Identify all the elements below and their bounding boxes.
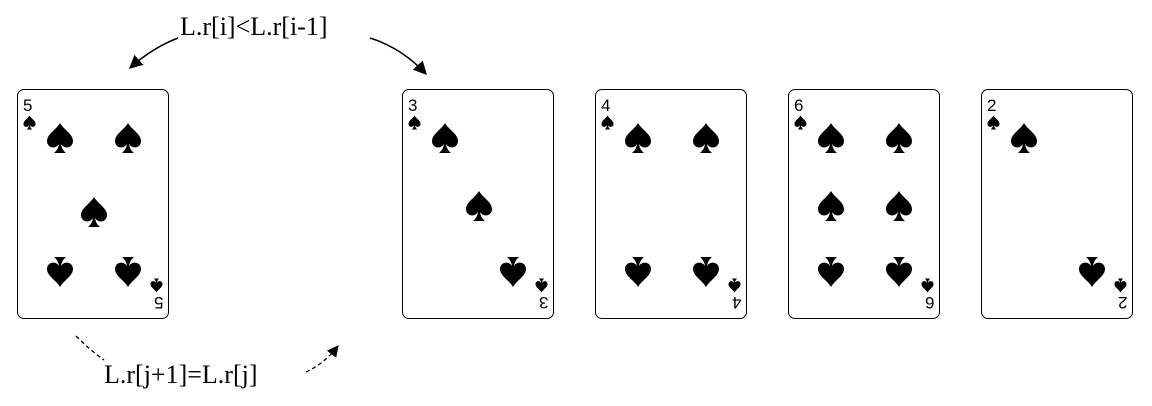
- card-rank-top: 5: [23, 96, 33, 115]
- card-corner-spade-icon: [728, 278, 741, 293]
- card-rank-bottom: 3: [538, 293, 548, 312]
- spade-pip-icon: [817, 190, 845, 222]
- card-two-of-spades: 2 2: [981, 89, 1133, 319]
- card-corner-spade-icon: [408, 115, 421, 130]
- spade-pip-icon: [114, 256, 142, 288]
- card-rank-top: 4: [601, 96, 611, 115]
- spade-pip-icon: [80, 196, 108, 228]
- card-corner-spade-icon: [150, 278, 163, 293]
- spade-pip-icon: [885, 256, 913, 288]
- spade-pip-icon: [885, 122, 913, 154]
- card-rank-bottom: 6: [924, 293, 934, 312]
- spade-pip-icon: [46, 122, 74, 154]
- spade-pip-icon: [817, 122, 845, 154]
- card-rank-top: 6: [794, 96, 804, 115]
- bottom-right-dashed-arrow: [305, 345, 339, 373]
- top-left-arrow: [129, 37, 179, 69]
- spade-pip-icon: [1078, 256, 1106, 288]
- card-rank-top: 2: [987, 96, 997, 115]
- spade-pip-icon: [817, 256, 845, 288]
- card-three-of-spades: 3 3: [402, 89, 554, 319]
- spade-pip-icon: [624, 256, 652, 288]
- card-rank-top: 3: [408, 96, 418, 115]
- top-right-arrow: [369, 37, 427, 75]
- bottom-left-dashed-line: [75, 335, 105, 361]
- assignment-label: L.r[j+1]=L.r[j]: [104, 360, 258, 389]
- spade-pip-icon: [1010, 122, 1038, 154]
- card-six-of-spades: 6 6: [788, 89, 940, 319]
- card-corner-spade-icon: [601, 115, 614, 130]
- card-corner-spade-icon: [23, 115, 36, 130]
- spade-pip-icon: [692, 256, 720, 288]
- card-rank-bottom: 2: [1117, 293, 1127, 312]
- spade-pip-icon: [499, 256, 527, 288]
- card-rank-bottom: 5: [153, 293, 163, 312]
- card-corner-spade-icon: [987, 115, 1000, 130]
- card-corner-spade-icon: [1114, 278, 1127, 293]
- card-corner-spade-icon: [535, 278, 548, 293]
- spade-pip-icon: [114, 122, 142, 154]
- spade-pip-icon: [46, 256, 74, 288]
- card-four-of-spades: 4 4: [595, 89, 747, 319]
- spade-pip-icon: [692, 122, 720, 154]
- spade-pip-icon: [431, 122, 459, 154]
- card-rank-bottom: 4: [731, 293, 741, 312]
- card-five-of-spades: 5 5: [17, 89, 169, 319]
- condition-label: L.r[i]<L.r[i-1]: [180, 12, 328, 41]
- card-corner-spade-icon: [794, 115, 807, 130]
- card-corner-spade-icon: [921, 278, 934, 293]
- spade-pip-icon: [465, 190, 493, 222]
- spade-pip-icon: [624, 122, 652, 154]
- spade-pip-icon: [885, 190, 913, 222]
